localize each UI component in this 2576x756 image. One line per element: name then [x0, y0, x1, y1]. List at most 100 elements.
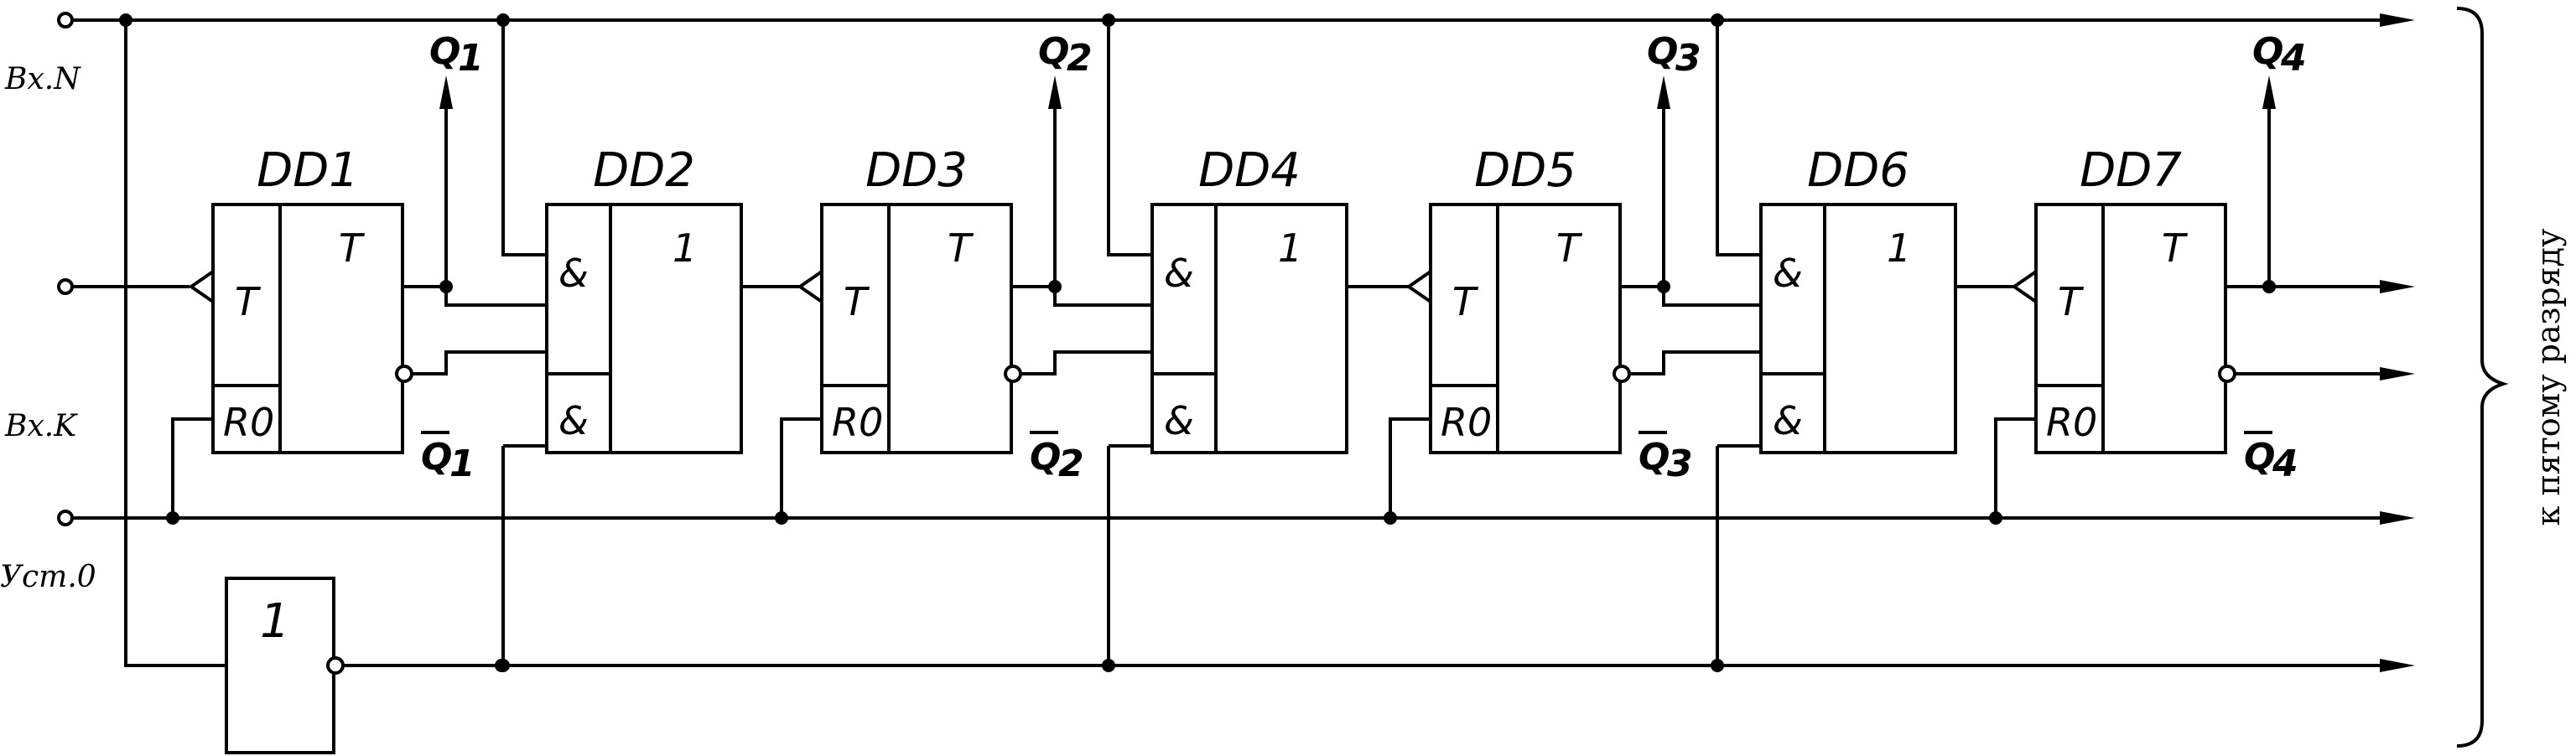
terminal-ust0: [57, 510, 74, 526]
trigger-3: [2034, 203, 2227, 454]
label-ust0: Уст.0: [0, 560, 96, 594]
wire-q-to-and: [1662, 287, 1761, 307]
wire-reset: [1994, 417, 2036, 518]
logic-0-and1: &: [558, 251, 589, 296]
junction-dot: [495, 659, 508, 672]
wire-q-to-and: [444, 287, 547, 307]
label-nq3-index: 3: [1667, 443, 1693, 485]
label-nq4-index: 4: [2272, 443, 2298, 485]
label-nq1-letter: Q: [421, 436, 452, 479]
logic-1: [1150, 203, 1348, 454]
inverse-output-bubble: [1004, 365, 1022, 383]
logic-1-or: 1: [1278, 225, 1302, 271]
trigger-1-name: DD3: [865, 143, 968, 198]
arrow-right-icon: [2380, 367, 2415, 381]
label-nq4: Q4: [2244, 431, 2298, 485]
trigger-3-reset: R0: [2046, 400, 2097, 445]
label-q4: Q4: [2252, 30, 2307, 80]
trigger-3-t-out: T: [2162, 225, 2189, 271]
trigger-0: [211, 203, 404, 454]
label-nq4-letter: Q: [2244, 436, 2275, 479]
label-q1: Q1: [429, 30, 484, 80]
logic-0-name: DD2: [593, 143, 695, 198]
label-q3: Q3: [1647, 30, 1701, 80]
inverse-output-bubble: [2218, 365, 2236, 383]
logic-1-and1: &: [1164, 251, 1194, 296]
junction-dot: [775, 511, 788, 525]
junction-dot: [1102, 659, 1115, 672]
logic-2-or: 1: [1887, 225, 1911, 271]
trigger-3-t-in: T: [2058, 279, 2085, 324]
label-q2: Q2: [1038, 30, 1093, 80]
label-nq1: Q1: [421, 431, 475, 485]
wire-nq-to-and: [1020, 350, 1152, 375]
inverse-output-bubble: [395, 365, 413, 383]
label-q1-letter: Q: [429, 30, 460, 73]
label-nq1-index: 1: [449, 443, 475, 485]
trigger-2-t-out: T: [1556, 225, 1583, 271]
wire-nq-to-and: [1628, 350, 1761, 375]
logic-0-or: 1: [673, 225, 697, 271]
arrow-up-icon: [1657, 75, 1670, 109]
trigger-2-reset: R0: [1441, 400, 1492, 445]
trigger-1-reset: R0: [832, 400, 883, 445]
arrow-right-icon: [2380, 280, 2415, 293]
logic-1-name: DD4: [1198, 143, 1301, 198]
label-nq3: Q3: [1639, 431, 1693, 485]
inverter-bubble: [326, 656, 345, 675]
wire-n-to-and: [1716, 20, 1761, 256]
wire-reset: [780, 417, 822, 518]
labels: Вх.NВх.KУст.01DD1TTR0Q1Q1DD3TTR0Q2Q2DD5T…: [0, 30, 2567, 649]
junction-dot: [1711, 659, 1724, 672]
logic-2-and1: &: [1773, 251, 1803, 296]
wires: [57, 7, 2509, 748]
wire-reset: [1389, 417, 1431, 518]
dynamic-input-icon: [1405, 270, 1432, 303]
arrow-up-icon: [2262, 75, 2276, 109]
inverter-label: 1: [260, 594, 290, 649]
wire-nq-to-and: [411, 350, 547, 375]
junction-dot: [166, 511, 179, 525]
label-vx-k: Вх.K: [4, 409, 78, 443]
label-q1-index: 1: [458, 37, 484, 80]
logic-0: [545, 203, 743, 454]
trigger-3-name: DD7: [2080, 143, 2182, 198]
wire-reset: [171, 417, 213, 518]
trigger-0-t-out: T: [339, 225, 366, 271]
trigger-0-name: DD1: [257, 143, 359, 198]
logic-2-and2: &: [1773, 398, 1803, 443]
arrow-right-icon: [2380, 659, 2415, 672]
side-note-label: к пятому разряду: [2530, 229, 2567, 526]
dynamic-input-icon: [797, 270, 823, 303]
label-q4-letter: Q: [2252, 30, 2283, 73]
logic-2: [1759, 203, 1957, 454]
junction-dot: [1384, 511, 1397, 525]
arrow-up-icon: [1048, 75, 1062, 109]
blocks: [188, 203, 2236, 754]
label-q3-index: 3: [1675, 37, 1701, 80]
trigger-0-t-in: T: [235, 279, 262, 324]
junction-dot: [1989, 511, 2002, 525]
label-nq3-letter: Q: [1639, 436, 1670, 479]
trigger-2: [1429, 203, 1622, 454]
label-nq2-index: 2: [1058, 443, 1084, 485]
wire-q-to-and: [1053, 287, 1152, 307]
trigger-1-t-out: T: [948, 225, 974, 271]
wire-n-to-and: [1107, 20, 1152, 256]
trigger-1-t-in: T: [844, 279, 870, 324]
arrow-up-icon: [439, 75, 453, 109]
terminal-vx-n: [57, 12, 74, 28]
trigger-1: [820, 203, 1013, 454]
inverter-block: [225, 577, 335, 754]
logic-0-and2: &: [558, 398, 589, 443]
label-q2-index: 2: [1067, 37, 1093, 80]
label-nq2-letter: Q: [1030, 436, 1061, 479]
trigger-2-name: DD5: [1474, 143, 1576, 198]
dynamic-input-icon: [2011, 270, 2038, 303]
label-nq2: Q2: [1030, 431, 1084, 485]
wire-n-to-and: [501, 20, 547, 256]
label-q3-letter: Q: [1647, 30, 1678, 73]
logic-2-name: DD6: [1807, 143, 1909, 198]
wire-to-inverter: [124, 20, 226, 667]
